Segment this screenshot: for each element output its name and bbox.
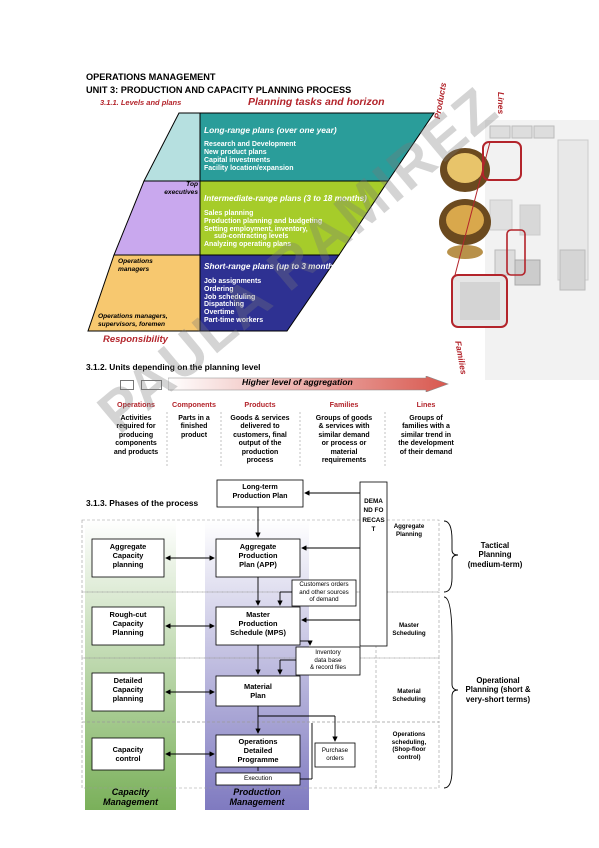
section-3-title: 3.1.3. Phases of the process bbox=[86, 498, 199, 508]
course-title: OPERATIONS MANAGEMENT bbox=[86, 72, 216, 82]
small-box-2 bbox=[141, 380, 162, 390]
small-box-1 bbox=[120, 380, 134, 390]
products-photo-collage bbox=[439, 120, 599, 380]
execution-box: Execution bbox=[243, 775, 273, 782]
unit-families: Families Groups of goods& services with … bbox=[315, 400, 373, 464]
long-range-title: Long-range plans (over one year) bbox=[204, 125, 337, 135]
aggregation-arrow bbox=[168, 376, 449, 392]
section-2-title: 3.1.2. Units depending on the planning l… bbox=[86, 362, 261, 372]
responsibility-label: Responsibility bbox=[103, 334, 168, 345]
aggregation-label: Higher level of aggregation bbox=[242, 377, 353, 387]
role-foremen: Operations managers,supervisors, foremen bbox=[98, 313, 168, 328]
short-range-title: Short-range plans (up to 3 months) bbox=[204, 262, 341, 271]
section-1-title: 3.1.1. Levels and plans bbox=[100, 98, 182, 107]
horizon-title: Planning tasks and horizon bbox=[248, 96, 385, 108]
intermediate-title: Intermediate-range plans (3 to 18 months… bbox=[204, 194, 367, 203]
short-range-band bbox=[199, 254, 340, 332]
demand-forecast-box: DEMAND FORECAST bbox=[362, 498, 385, 533]
unit-title: UNIT 3: PRODUCTION AND CAPACITY PLANNING… bbox=[86, 85, 352, 95]
